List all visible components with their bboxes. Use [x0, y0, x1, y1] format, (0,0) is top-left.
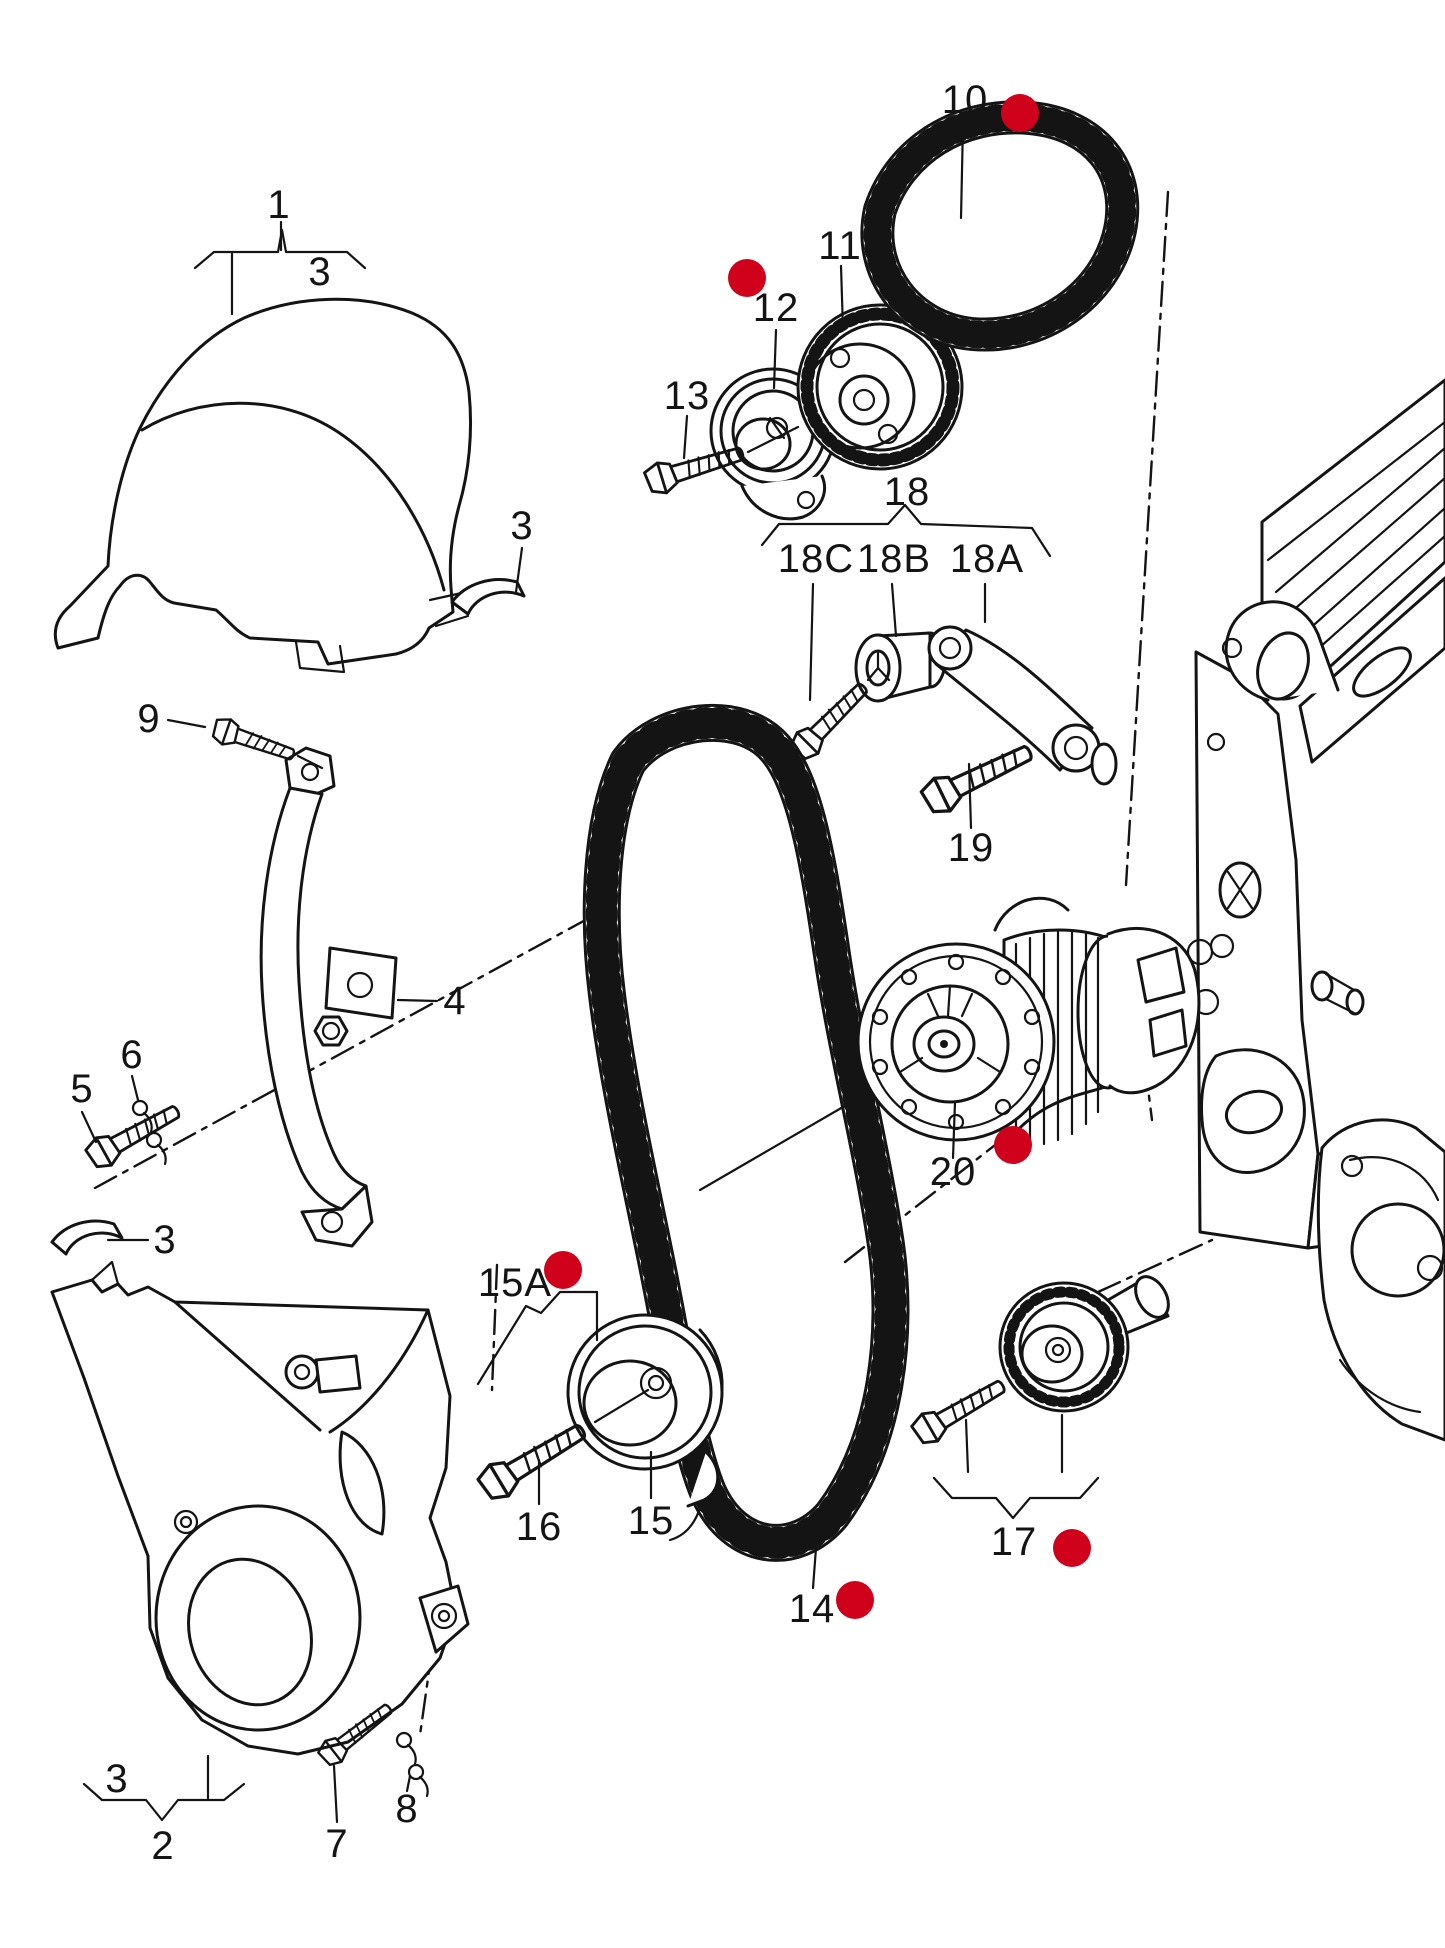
part-upper-cover — [53, 297, 473, 674]
part-clip-3-mid — [50, 1219, 124, 1256]
part-idler-pulley-17 — [998, 1275, 1170, 1413]
part-callout-17[interactable]: 17 — [990, 1520, 1038, 1564]
part-rear-cover-plate — [259, 746, 398, 1248]
part-bolt-16 — [473, 1388, 650, 1507]
selection-marker-10 — [1001, 94, 1039, 132]
part-callout-2[interactable]: 2 — [151, 1824, 175, 1868]
part-callout-14[interactable]: 14 — [788, 1587, 836, 1631]
selection-marker-14 — [836, 1581, 874, 1619]
part-relay-lever-18A — [927, 625, 1118, 786]
part-coolant-pump — [856, 896, 1201, 1148]
engine-block — [1186, 378, 1445, 1442]
part-callout-16[interactable]: 16 — [515, 1505, 563, 1549]
part-bolt-13 — [641, 425, 800, 499]
part-callout-19[interactable]: 19 — [947, 826, 995, 870]
part-callout-10[interactable]: 10 — [941, 78, 989, 122]
part-callout-3a[interactable]: 3 — [308, 250, 332, 294]
part-bolt-17 — [907, 1370, 1012, 1451]
part-callout-11[interactable]: 11 — [818, 224, 862, 268]
part-callout-6[interactable]: 6 — [120, 1033, 144, 1077]
part-callout-15A[interactable]: 15A — [477, 1261, 553, 1305]
part-callout-1[interactable]: 1 — [267, 183, 291, 227]
part-bolt-19 — [916, 733, 1040, 821]
part-callout-3c[interactable]: 3 — [153, 1218, 177, 1262]
part-clip-3-upper — [450, 578, 526, 616]
selection-marker-17 — [1053, 1529, 1091, 1567]
selection-marker-15A — [544, 1251, 582, 1289]
part-callout-18A[interactable]: 18A — [949, 537, 1025, 581]
part-callout-18C[interactable]: 18C — [777, 537, 855, 581]
part-callout-12[interactable]: 12 — [752, 286, 800, 330]
part-bolt-9 — [208, 714, 324, 770]
part-callout-8[interactable]: 8 — [395, 1787, 419, 1831]
part-callout-9[interactable]: 9 — [137, 697, 161, 741]
part-timing-belt — [582, 703, 910, 1562]
part-callout-15[interactable]: 15 — [627, 1499, 675, 1543]
part-callout-3b[interactable]: 3 — [510, 504, 534, 548]
selection-marker-12 — [728, 259, 766, 297]
selection-marker-20 — [994, 1126, 1032, 1164]
part-callout-5[interactable]: 5 — [70, 1067, 94, 1111]
part-small-belt — [860, 100, 1140, 352]
part-callout-13[interactable]: 13 — [663, 374, 711, 418]
part-callout-18[interactable]: 18 — [883, 470, 931, 514]
part-callout-4[interactable]: 4 — [443, 979, 467, 1023]
part-callout-7[interactable]: 7 — [325, 1822, 349, 1866]
leader-lines — [80, 122, 1100, 1824]
part-callout-18B[interactable]: 18B — [856, 537, 932, 581]
part-camshaft-sprocket — [796, 303, 964, 471]
part-callout-3d[interactable]: 3 — [105, 1757, 129, 1801]
part-lower-cover — [50, 1260, 470, 1756]
part-callout-20[interactable]: 20 — [929, 1150, 977, 1194]
